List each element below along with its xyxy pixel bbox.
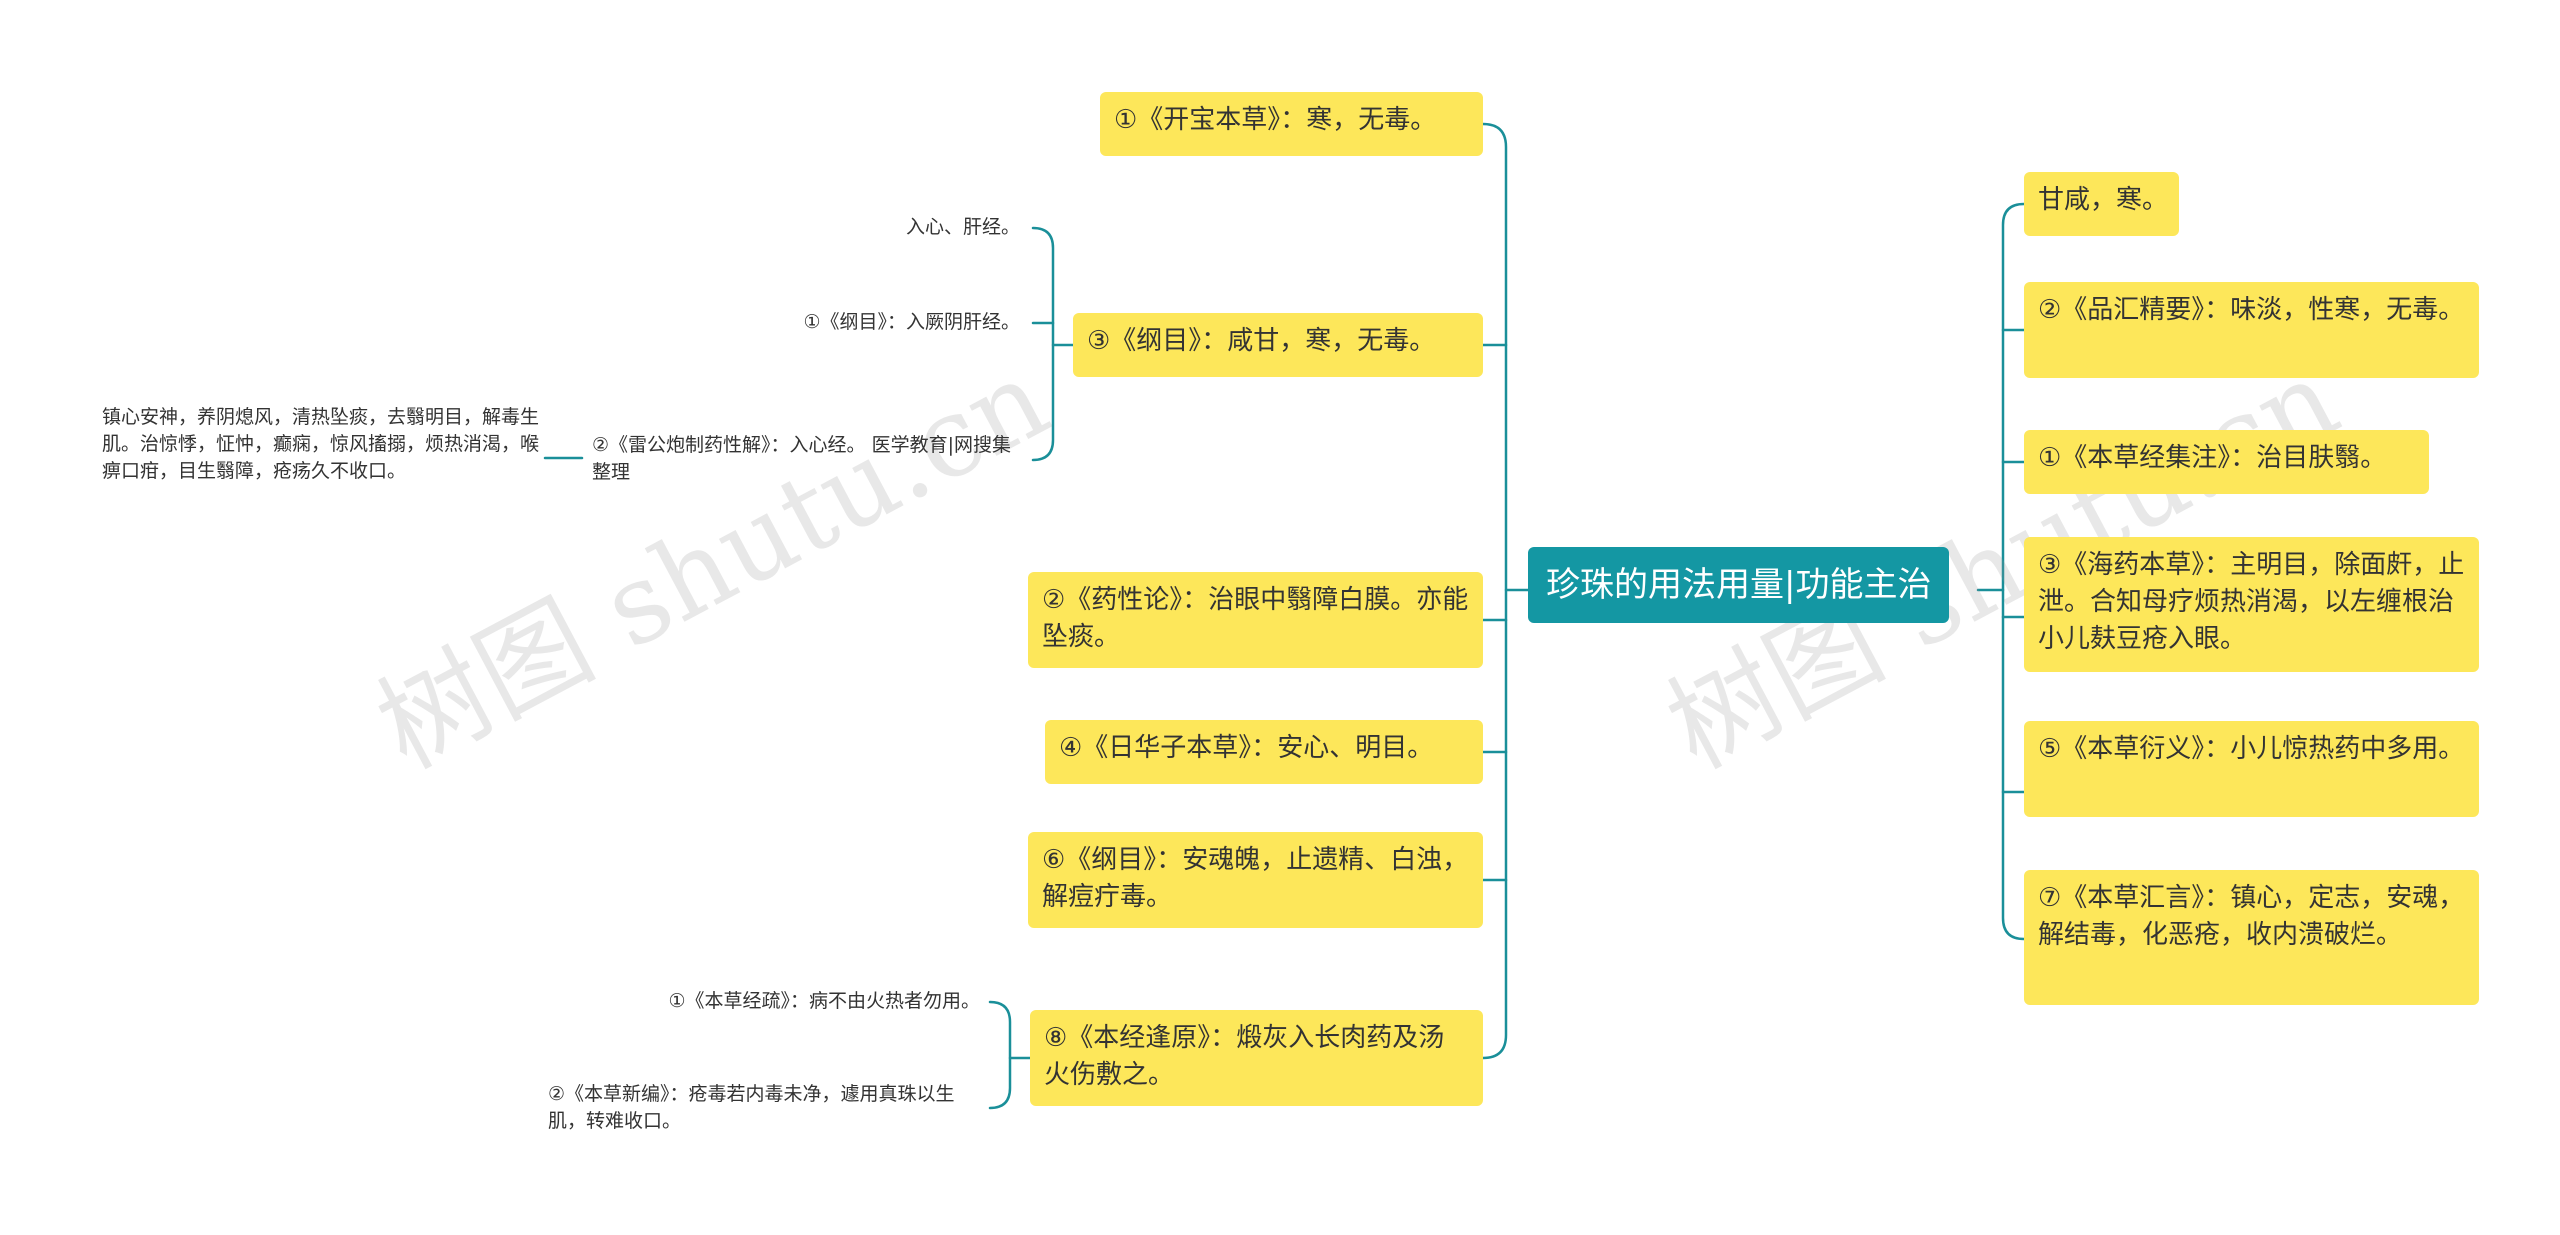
central-topic[interactable]: 珍珠的用法用量|功能主治 [1528,547,1950,623]
left-node-kaibao[interactable]: ①《开宝本草》：寒，无毒。 [1100,92,1483,156]
right-node-taste[interactable]: 甘咸，寒。 [2024,172,2179,236]
left-node-gangmu-nature[interactable]: ③《纲目》：咸甘，寒，无毒。 [1073,313,1483,377]
left-node-yaoxinglun[interactable]: ②《药性论》：治眼中翳障白膜。亦能坠痰。 [1028,572,1483,668]
leaf-functions: 镇心安神，养阴熄风，清热坠痰，去翳明目，解毒生肌。治惊悸，怔忡，癫痫，惊风搐搦，… [102,406,540,482]
left-node-benjing-fengyuan[interactable]: ⑧《本经逢原》：煅灰入长肉药及汤火伤敷之。 [1030,1010,1483,1106]
leaf-benjing-shu: ①《本草经疏》：病不由火热者勿用。 [668,990,980,1012]
right-node-haiyao[interactable]: ③《海药本草》：主明目，除面皯，止泄。合知母疗烦热消渴，以左缠根治小儿麸豆疮入眼… [2024,537,2479,672]
right-node-huiyan[interactable]: ⑦《本草汇言》：镇心，定志，安魂，解结毒，化恶疮，收内溃破烂。 [2024,870,2479,1005]
leaf-bencao-xinbian: ②《本草新编》：疮毒若内毒未净，遽用真珠以生肌，转难收口。 [548,1083,955,1132]
right-node-jizhu[interactable]: ①《本草经集注》：治目肤翳。 [2024,430,2429,494]
leaf-leigong: ②《雷公炮制药性解》：入心经。 医学教育|网搜集整理 [592,434,1011,483]
right-node-pinhui[interactable]: ②《品汇精要》：味淡，性寒，无毒。 [2024,282,2479,378]
leaf-gangmu-meridian: ①《纲目》：入厥阴肝经。 [803,311,1020,333]
right-node-yanyi[interactable]: ⑤《本草衍义》：小儿惊热药中多用。 [2024,721,2479,817]
left-node-gangmu-effects[interactable]: ⑥《纲目》：安魂魄，止遗精、白浊，解痘疔毒。 [1028,832,1483,928]
left-node-rihuazi[interactable]: ④《日华子本草》：安心、明目。 [1045,720,1483,784]
leaf-meridian: 入心、肝经。 [905,216,1020,238]
